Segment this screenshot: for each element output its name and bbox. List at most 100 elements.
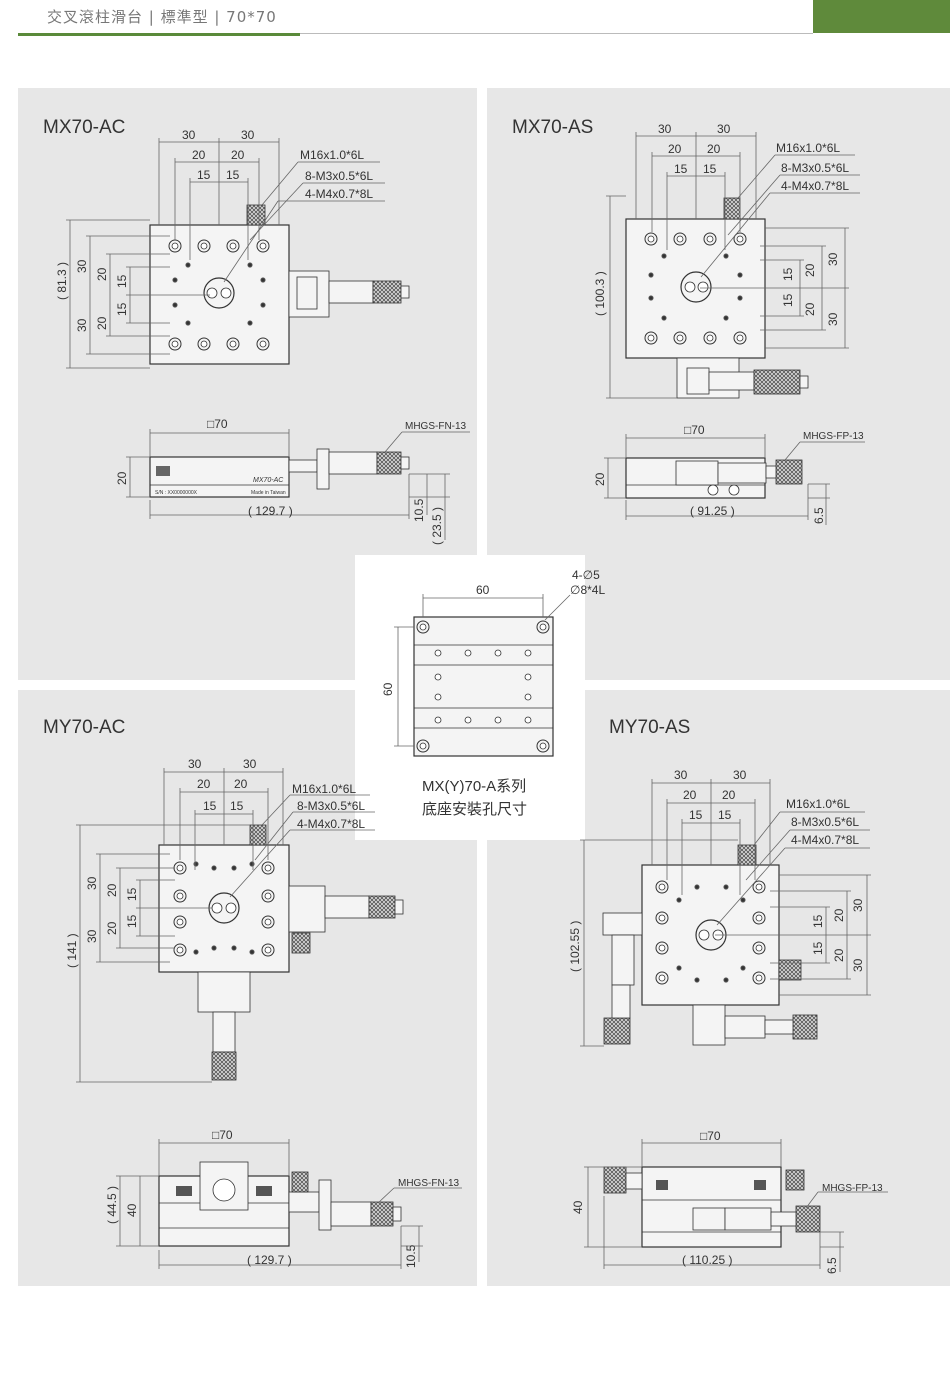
base-holes: 4-∅5 — [572, 568, 600, 582]
mx70-as-thread: M16x1.0*6L — [776, 141, 840, 155]
my70-ac-dim-20a: 20 — [197, 777, 211, 791]
my70-ac-dim-20b: 20 — [234, 777, 248, 791]
header-rule — [18, 33, 813, 34]
my70-ac-height: 40 — [125, 1203, 139, 1217]
mx70-as-right-15b: 15 — [781, 293, 795, 307]
my70-as-height: 40 — [571, 1200, 585, 1214]
header-accent-block — [813, 0, 950, 33]
my70-ac-dim-15a: 15 — [203, 799, 217, 813]
mx70-ac-dim-20a: 20 — [192, 148, 206, 162]
my70-ac-dim-30a: 30 — [188, 757, 202, 771]
my70-ac-front-view — [158, 1161, 402, 1247]
mx70-ac-screw-a: 8-M3x0.5*6L — [305, 169, 373, 183]
my70-as-micrometer: MHGS-FP-13 — [822, 1183, 883, 1194]
my70-as-right-15a: 15 — [811, 914, 825, 928]
mx70-ac-dim-15a: 15 — [197, 168, 211, 182]
mx70-ac-left-30b: 30 — [75, 318, 89, 332]
mx70-as-right-30b: 30 — [826, 312, 840, 326]
mx70-as-micrometer: MHGS-FP-13 — [803, 431, 864, 442]
my70-as-right-20b: 20 — [832, 948, 846, 962]
mx70-ac-plate-origin: Made in Taiwan — [251, 490, 286, 496]
my70-as-right-15b: 15 — [811, 941, 825, 955]
mx70-as-screw-a: 8-M3x0.5*6L — [781, 161, 849, 175]
mx70-as-h65: 6.5 — [812, 507, 826, 524]
base-counterbore: ∅8*4L — [570, 583, 605, 597]
mx70-as-front-view — [625, 457, 803, 499]
my70-ac-left-20b: 20 — [105, 921, 119, 935]
my70-as-dim-30b: 30 — [733, 768, 747, 782]
mx70-as-square: □70 — [684, 423, 705, 437]
mx70-ac-dim-30a: 30 — [182, 128, 196, 142]
base-caption-line-2: 底座安裝孔尺寸 — [422, 801, 527, 818]
my70-ac-left-20a: 20 — [105, 883, 119, 897]
mx70-ac-plate-sn: S/N : XX0000000X — [155, 490, 198, 496]
mx70-ac-h105: 10.5 — [412, 498, 426, 522]
my70-ac-square: □70 — [212, 1128, 233, 1142]
my70-ac-screw-a: 8-M3x0.5*6L — [297, 799, 365, 813]
mx70-as-right-20a: 20 — [803, 263, 817, 277]
my70-as-model-label: MY70-AS — [609, 717, 690, 738]
mx70-ac-h235: ( 23.5 ) — [430, 507, 444, 545]
mx70-ac-thread: M16x1.0*6L — [300, 148, 364, 162]
mx70-ac-dim-15b: 15 — [226, 168, 240, 182]
my70-as-square: □70 — [700, 1129, 721, 1143]
base-caption-line-1: MX(Y)70-A系列 — [422, 778, 526, 795]
mx70-as-right-30a: 30 — [826, 252, 840, 266]
my70-as-screw-a: 8-M3x0.5*6L — [791, 815, 859, 829]
mx70-ac-left-20b: 20 — [95, 316, 109, 330]
mx70-ac-screw-b: 4-M4x0.7*8L — [305, 187, 373, 201]
mx70-ac-plate-model: MX70-AC — [253, 477, 284, 484]
my70-ac-left-15a: 15 — [125, 887, 139, 901]
header-accent-rule — [18, 33, 300, 36]
my70-as-dim-20b: 20 — [722, 788, 736, 802]
mx70-ac-dim-20b: 20 — [231, 148, 245, 162]
my70-ac-dim-30b: 30 — [243, 757, 257, 771]
my70-as-dim-15b: 15 — [718, 808, 732, 822]
my70-ac-height2: ( 44.5 ) — [105, 1186, 119, 1224]
mx70-as-dim-20b: 20 — [707, 142, 721, 156]
my70-ac-dim-15b: 15 — [230, 799, 244, 813]
base-dim-60w: 60 — [476, 583, 490, 597]
mx70-as-dim-15a: 15 — [674, 162, 688, 176]
mx70-ac-height: 20 — [115, 471, 129, 485]
my70-ac-thread: M16x1.0*6L — [292, 782, 356, 796]
mx70-as-left-100-3: ( 100.3 ) — [593, 271, 607, 316]
my70-ac-screw-b: 4-M4x0.7*8L — [297, 817, 365, 831]
mx70-as-dim-20a: 20 — [668, 142, 682, 156]
mx70-as-model-label: MX70-AS — [512, 117, 593, 138]
base-plate-drawing — [413, 616, 554, 757]
my70-ac-left-30a: 30 — [85, 876, 99, 890]
my70-ac-left-15b: 15 — [125, 914, 139, 928]
mx70-ac-model-label: MX70-AC — [43, 117, 125, 138]
my70-ac-left-141: ( 141 ) — [65, 933, 79, 968]
mx70-ac-front-view — [149, 448, 410, 498]
my70-as-right-30a: 30 — [851, 898, 865, 912]
mx70-ac-square: □70 — [207, 417, 228, 431]
mx70-as-dim-30b: 30 — [717, 122, 731, 136]
my70-ac-length: ( 129.7 ) — [247, 1253, 292, 1267]
my70-ac-left-30b: 30 — [85, 929, 99, 943]
mx70-ac-top-view — [149, 204, 410, 365]
mx70-ac-left-15a: 15 — [115, 274, 129, 288]
mx70-as-right-20b: 20 — [803, 302, 817, 316]
base-dim-60h: 60 — [381, 682, 395, 696]
mx70-ac-left-20a: 20 — [95, 267, 109, 281]
mx70-ac-dim-30b: 30 — [241, 128, 255, 142]
my70-as-thread: M16x1.0*6L — [786, 797, 850, 811]
page-header-title: 交叉滾柱滑台 | 標準型 | 70*70 — [47, 8, 277, 26]
mx70-as-right-15a: 15 — [781, 267, 795, 281]
my70-as-left-102-55: ( 102.55 ) — [568, 921, 582, 972]
mx70-ac-left-81-3: ( 81.3 ) — [55, 262, 69, 300]
my70-as-dim-30a: 30 — [674, 768, 688, 782]
mx70-as-length: ( 91.25 ) — [690, 504, 735, 518]
mx70-ac-left-15b: 15 — [115, 302, 129, 316]
my70-as-screw-b: 4-M4x0.7*8L — [791, 833, 859, 847]
mx70-as-dim-15b: 15 — [703, 162, 717, 176]
mx70-ac-left-30a: 30 — [75, 259, 89, 273]
my70-ac-h105: 10.5 — [404, 1244, 418, 1268]
my70-as-h65: 6.5 — [825, 1257, 839, 1274]
mx70-as-dim-30a: 30 — [658, 122, 672, 136]
mx70-as-screw-b: 4-M4x0.7*8L — [781, 179, 849, 193]
my70-as-dim-15a: 15 — [689, 808, 703, 822]
